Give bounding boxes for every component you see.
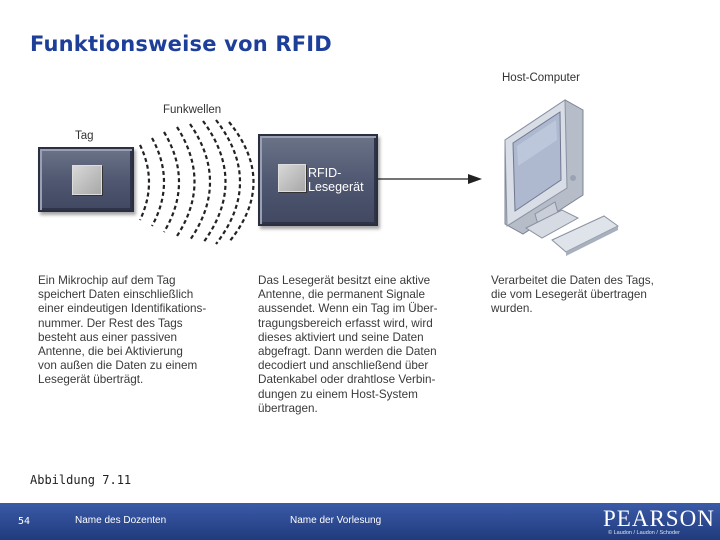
lecture-name: Name der Vorlesung [290,515,382,526]
reader-chip-icon [278,164,306,192]
tag-label: Tag [75,130,94,142]
slide-title: Funktionsweise von RFID [30,32,332,56]
rfid-tag [38,147,134,212]
waves-label: Funkwellen [163,104,222,116]
footer-bar: 54 Name des Dozenten Name der Vorlesung … [0,503,720,540]
host-label: Host-Computer [502,72,580,84]
host-description: Verarbeitet die Daten des Tags, die vom … [491,274,654,316]
reader-label: RFID- Lesegerät [308,166,364,194]
tag-chip-icon [72,165,102,195]
figure-caption: Abbildung 7.11 [30,473,132,487]
tag-description: Ein Mikrochip auf dem Tag speichert Date… [38,274,207,387]
reader-description: Das Lesegerät besitzt eine aktive Antenn… [258,274,438,415]
rfid-reader: RFID- Lesegerät [258,134,378,226]
data-arrow [378,174,482,184]
radio-waves [139,119,255,245]
host-computer-icon [504,99,619,256]
credit-line: © Laudon / Laudon / Schoder [608,530,680,536]
page-number: 54 [18,516,31,527]
lecturer-name: Name des Dozenten [75,515,167,526]
pearson-logo: PEARSON [603,506,715,531]
